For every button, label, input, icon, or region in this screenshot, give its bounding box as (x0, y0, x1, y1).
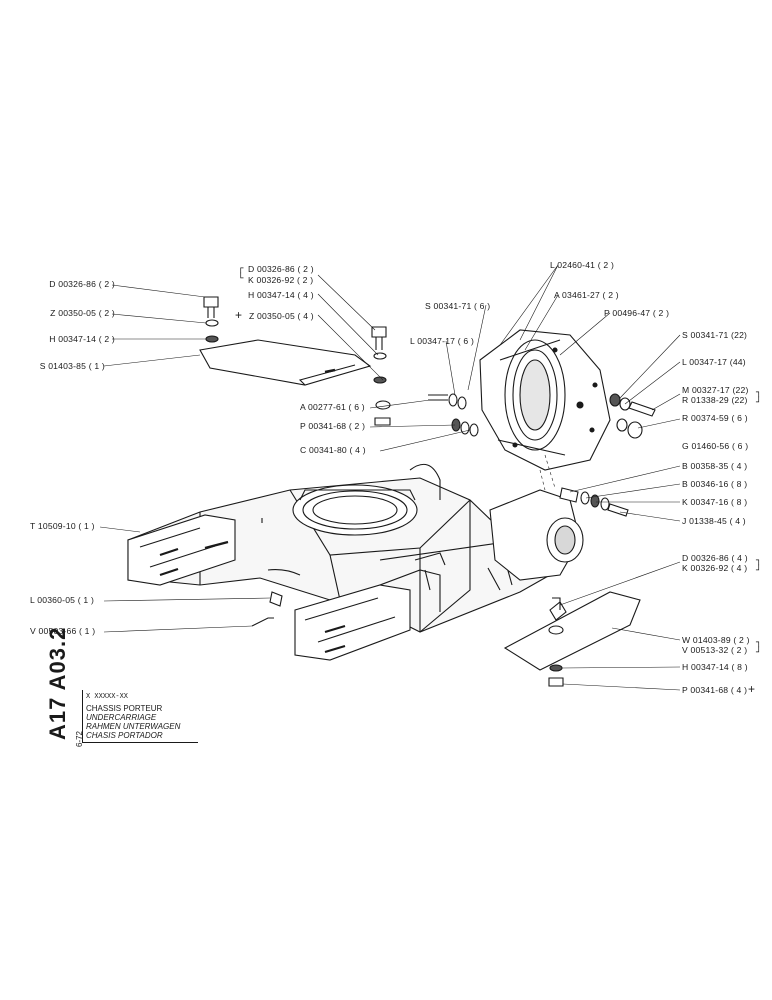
pin-and-lever (251, 591, 283, 627)
label-z00350-05-2: Z 00350-05 ( 2 ) (50, 308, 115, 318)
label-v00513-32-2: V 00513-32 ( 2 ) (682, 645, 748, 655)
fasteners-housing-right (609, 393, 656, 439)
label-l00360-05-1: L 00360-05 ( 1 ) (30, 595, 95, 605)
label-k00326-92-4: K 00326-92 ( 4 ) (682, 563, 748, 573)
label-s00341-71-22: S 00341-71 (22) (682, 330, 748, 340)
drive-housing (479, 329, 611, 471)
label-t10509-10-1: T 10509-10 ( 1 ) (30, 521, 95, 531)
cover-plate-upper (199, 339, 372, 386)
label-a00277-61-6: A 00277-61 ( 6 ) (300, 402, 365, 412)
label-m00327-17-22: M 00327-17 (22) (682, 385, 749, 395)
fasteners-hub (559, 487, 629, 517)
label-s01403-85-1: S 01403-85 ( 1 ) (39, 361, 105, 371)
label-c00341-80-4: C 00341-80 ( 4 ) (300, 445, 366, 455)
label-d00326-86-2-left: D 00326-86 ( 2 ) (49, 279, 115, 289)
label-w01403-89-2: W 01403-89 ( 2 ) (682, 635, 750, 645)
label-b00358-35-4: B 00358-35 ( 4 ) (682, 461, 748, 471)
label-s00341-71-6: S 00341-71 ( 6 ) (425, 301, 491, 311)
title-block (82, 690, 198, 743)
label-k00347-16-8: K 00347-16 ( 8 ) (682, 497, 748, 507)
undercarriage-frame (127, 477, 551, 661)
label-l02460-41-2: L 02460-41 ( 2 ) (550, 260, 615, 270)
label-l00347-17-6: L 00347-17 ( 6 ) (410, 336, 475, 346)
label-h00347-14-4: H 00347-14 ( 4 ) (248, 290, 314, 300)
title-serial: X XXXXX-XX (86, 693, 129, 701)
plus-mark-bottom: + (748, 682, 756, 696)
label-a03461-27-2: A 03461-27 ( 2 ) (554, 290, 619, 300)
label-h00347-14-2: H 00347-14 ( 2 ) (49, 334, 115, 344)
label-d00326-86-4: D 00326-86 ( 4 ) (682, 553, 748, 563)
fastener-stack-left (203, 296, 219, 343)
label-v00503-66-1: V 00503-66 ( 1 ) (30, 626, 96, 636)
title-line-en: UNDERCARRIAGE (86, 713, 157, 722)
label-r01338-29-22: R 01338-29 (22) (682, 395, 748, 405)
label-p00341-68-4: P 00341-68 ( 4 ) (682, 685, 748, 695)
bracket-top: ┌└ (238, 264, 244, 284)
title-line-es: CHASIS PORTADOR (86, 731, 163, 740)
title-line-fr: CHASSIS PORTEUR (86, 704, 163, 713)
plus-mark-top: + (235, 308, 243, 322)
label-g01460-56-6: G 01460-56 ( 6 ) (682, 441, 749, 451)
label-p00496-47-2: P 00496-47 ( 2 ) (604, 308, 670, 318)
label-r00374-59-6: R 00374-59 ( 6 ) (682, 413, 748, 423)
slewing-ring-seat (292, 463, 441, 536)
fasteners-housing-left (428, 393, 479, 437)
bracket-right-wv: ┐┘ (756, 638, 762, 658)
label-k00326-92-2-top: K 00326-92 ( 2 ) (248, 275, 314, 285)
label-d00326-86-2-top: D 00326-86 ( 2 ) (248, 264, 314, 274)
label-l00347-17-44: L 00347-17 (44) (682, 357, 746, 367)
fastener-stack-center (371, 326, 391, 426)
track-hub (489, 489, 584, 581)
label-h00347-14-8: H 00347-14 ( 8 ) (682, 662, 748, 672)
cover-plate-lower (503, 591, 641, 687)
title-line-de: RAHMEN UNTERWAGEN (86, 722, 181, 731)
label-z00350-05-4: Z 00350-05 ( 4 ) (249, 311, 314, 321)
bracket-right-dk: ┐┘ (756, 556, 762, 576)
label-b00346-16-8: B 00346-16 ( 8 ) (682, 479, 748, 489)
label-p00341-68-2: P 00341-68 ( 2 ) (300, 421, 366, 431)
bracket-right-mr: ┐┘ (756, 388, 762, 408)
drawing-code: A17 A03.2 (45, 626, 70, 740)
label-j01338-45-4: J 01338-45 ( 4 ) (682, 516, 746, 526)
leader-lines (99, 264, 681, 691)
